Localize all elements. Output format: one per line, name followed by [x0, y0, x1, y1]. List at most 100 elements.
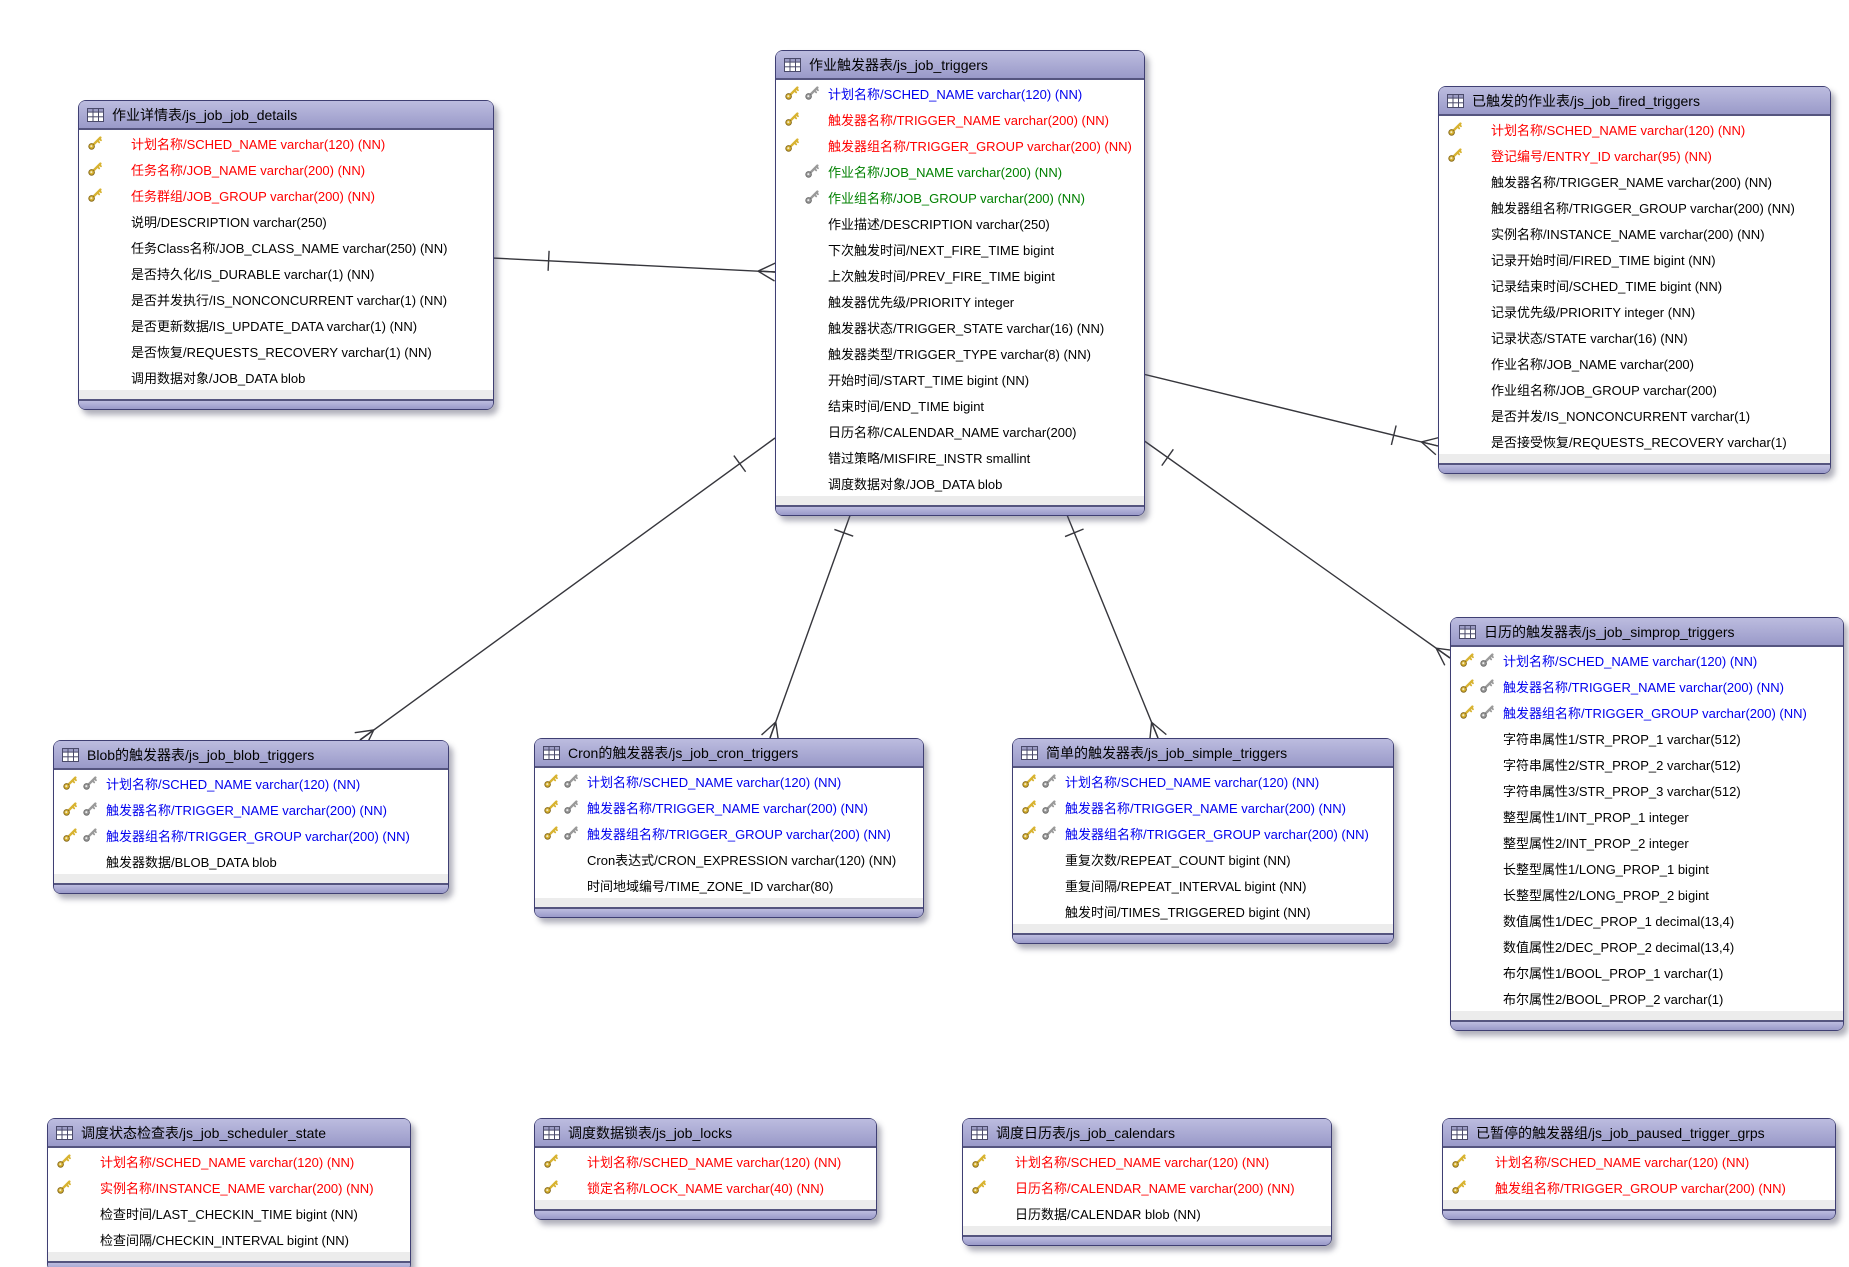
- relationship-js_job_job_details--js_job_triggers[interactable]: [491, 250, 776, 282]
- table-header[interactable]: 已暂停的触发器组/js_job_paused_trigger_grps: [1443, 1119, 1835, 1148]
- field-row[interactable]: 调度数据对象/JOB_DATA blob: [776, 470, 1144, 496]
- relationship-js_job_triggers--js_job_simple_triggers[interactable]: [1064, 509, 1167, 742]
- field-row[interactable]: 长整型属性2/LONG_PROP_2 bigint: [1451, 881, 1843, 907]
- field-row[interactable]: 字符串属性3/STR_PROP_3 varchar(512): [1451, 777, 1843, 803]
- table-header[interactable]: 日历的触发器表/js_job_simprop_triggers: [1451, 618, 1843, 647]
- field-row[interactable]: 数值属性1/DEC_PROP_1 decimal(13,4): [1451, 907, 1843, 933]
- table-header[interactable]: 简单的触发器表/js_job_simple_triggers: [1013, 739, 1393, 768]
- field-row[interactable]: 触发器组名称/TRIGGER_GROUP varchar(200) (NN): [776, 132, 1144, 158]
- relationship-js_job_triggers--js_job_simprop_triggers[interactable]: [1142, 439, 1456, 666]
- table-header[interactable]: 调度状态检查表/js_job_scheduler_state: [48, 1119, 410, 1148]
- relationship-js_job_triggers--js_job_fired_triggers[interactable]: [1142, 373, 1441, 456]
- field-row[interactable]: 任务群组/JOB_GROUP varchar(200) (NN): [79, 182, 493, 208]
- field-row[interactable]: 记录状态/STATE varchar(16) (NN): [1439, 324, 1830, 350]
- field-row[interactable]: 下次触发时间/NEXT_FIRE_TIME bigint: [776, 236, 1144, 262]
- field-row[interactable]: 计划名称/SCHED_NAME varchar(120) (NN): [1439, 116, 1830, 142]
- field-row[interactable]: 触发器名称/TRIGGER_NAME varchar(200) (NN): [1439, 168, 1830, 194]
- field-row[interactable]: 字符串属性1/STR_PROP_1 varchar(512): [1451, 725, 1843, 751]
- field-row[interactable]: 检查时间/LAST_CHECKIN_TIME bigint (NN): [48, 1200, 410, 1226]
- field-row[interactable]: 触发时间/TIMES_TRIGGERED bigint (NN): [1013, 898, 1393, 924]
- relationship-js_job_triggers--js_job_cron_triggers[interactable]: [761, 509, 854, 742]
- table-header[interactable]: 已触发的作业表/js_job_fired_triggers: [1439, 87, 1830, 116]
- field-row[interactable]: 触发器组名称/TRIGGER_GROUP varchar(200) (NN): [535, 820, 923, 846]
- field-row[interactable]: 错过策略/MISFIRE_INSTR smallint: [776, 444, 1144, 470]
- field-row[interactable]: 触发器名称/TRIGGER_NAME varchar(200) (NN): [535, 794, 923, 820]
- table-header[interactable]: 作业详情表/js_job_job_details: [79, 101, 493, 130]
- field-row[interactable]: 重复次数/REPEAT_COUNT bigint (NN): [1013, 846, 1393, 872]
- field-row[interactable]: 计划名称/SCHED_NAME varchar(120) (NN): [776, 80, 1144, 106]
- field-row[interactable]: 是否持久化/IS_DURABLE varchar(1) (NN): [79, 260, 493, 286]
- field-row[interactable]: 触发器组名称/TRIGGER_GROUP varchar(200) (NN): [1013, 820, 1393, 846]
- field-row[interactable]: 任务Class名称/JOB_CLASS_NAME varchar(250) (N…: [79, 234, 493, 260]
- field-row[interactable]: 记录开始时间/FIRED_TIME bigint (NN): [1439, 246, 1830, 272]
- field-row[interactable]: 作业名称/JOB_NAME varchar(200) (NN): [776, 158, 1144, 184]
- field-row[interactable]: 作业名称/JOB_NAME varchar(200): [1439, 350, 1830, 376]
- field-row[interactable]: 触发器类型/TRIGGER_TYPE varchar(8) (NN): [776, 340, 1144, 366]
- field-row[interactable]: 计划名称/SCHED_NAME varchar(120) (NN): [54, 770, 448, 796]
- field-row[interactable]: 触发器状态/TRIGGER_STATE varchar(16) (NN): [776, 314, 1144, 340]
- field-row[interactable]: 计划名称/SCHED_NAME varchar(120) (NN): [1443, 1148, 1835, 1174]
- field-row[interactable]: 计划名称/SCHED_NAME varchar(120) (NN): [1013, 768, 1393, 794]
- field-row[interactable]: 实例名称/INSTANCE_NAME varchar(200) (NN): [1439, 220, 1830, 246]
- table-header[interactable]: 调度数据锁表/js_job_locks: [535, 1119, 876, 1148]
- field-row[interactable]: 整型属性1/INT_PROP_1 integer: [1451, 803, 1843, 829]
- field-row[interactable]: 重复间隔/REPEAT_INTERVAL bigint (NN): [1013, 872, 1393, 898]
- field-row[interactable]: 触发组名称/TRIGGER_GROUP varchar(200) (NN): [1443, 1174, 1835, 1200]
- field-row[interactable]: 触发器组名称/TRIGGER_GROUP varchar(200) (NN): [54, 822, 448, 848]
- field-row[interactable]: 计划名称/SCHED_NAME varchar(120) (NN): [1451, 647, 1843, 673]
- field-row[interactable]: 上次触发时间/PREV_FIRE_TIME bigint: [776, 262, 1144, 288]
- field-row[interactable]: 记录结束时间/SCHED_TIME bigint (NN): [1439, 272, 1830, 298]
- field-row[interactable]: 数值属性2/DEC_PROP_2 decimal(13,4): [1451, 933, 1843, 959]
- field-row[interactable]: 实例名称/INSTANCE_NAME varchar(200) (NN): [48, 1174, 410, 1200]
- field-row[interactable]: 是否并发/IS_NONCONCURRENT varchar(1): [1439, 402, 1830, 428]
- field-row[interactable]: 时间地域编号/TIME_ZONE_ID varchar(80): [535, 872, 923, 898]
- field-row[interactable]: 触发器组名称/TRIGGER_GROUP varchar(200) (NN): [1439, 194, 1830, 220]
- field-row[interactable]: Cron表达式/CRON_EXPRESSION varchar(120) (NN…: [535, 846, 923, 872]
- field-row[interactable]: 布尔属性2/BOOL_PROP_2 varchar(1): [1451, 985, 1843, 1011]
- table-header[interactable]: 调度日历表/js_job_calendars: [963, 1119, 1331, 1148]
- field-row[interactable]: 检查间隔/CHECKIN_INTERVAL bigint (NN): [48, 1226, 410, 1252]
- field-row[interactable]: 计划名称/SCHED_NAME varchar(120) (NN): [535, 768, 923, 794]
- field-row[interactable]: 计划名称/SCHED_NAME varchar(120) (NN): [963, 1148, 1331, 1174]
- field-row[interactable]: 字符串属性2/STR_PROP_2 varchar(512): [1451, 751, 1843, 777]
- field-row[interactable]: 调用数据对象/JOB_DATA blob: [79, 364, 493, 390]
- field-row[interactable]: 计划名称/SCHED_NAME varchar(120) (NN): [79, 130, 493, 156]
- field-row[interactable]: 计划名称/SCHED_NAME varchar(120) (NN): [535, 1148, 876, 1174]
- field-row[interactable]: 任务名称/JOB_NAME varchar(200) (NN): [79, 156, 493, 182]
- field-row[interactable]: 锁定名称/LOCK_NAME varchar(40) (NN): [535, 1174, 876, 1200]
- field-row[interactable]: 触发器数据/BLOB_DATA blob: [54, 848, 448, 874]
- field-row[interactable]: 布尔属性1/BOOL_PROP_1 varchar(1): [1451, 959, 1843, 985]
- field-row[interactable]: 触发器名称/TRIGGER_NAME varchar(200) (NN): [1013, 794, 1393, 820]
- field-row[interactable]: 登记编号/ENTRY_ID varchar(95) (NN): [1439, 142, 1830, 168]
- table-header[interactable]: Blob的触发器表/js_job_blob_triggers: [54, 741, 448, 770]
- table-header[interactable]: Cron的触发器表/js_job_cron_triggers: [535, 739, 923, 768]
- field-row[interactable]: 开始时间/START_TIME bigint (NN): [776, 366, 1144, 392]
- field-row[interactable]: 触发器组名称/TRIGGER_GROUP varchar(200) (NN): [1451, 699, 1843, 725]
- field-row[interactable]: 结束时间/END_TIME bigint: [776, 392, 1144, 418]
- field-row[interactable]: 是否接受恢复/REQUESTS_RECOVERY varchar(1): [1439, 428, 1830, 454]
- field-row[interactable]: 计划名称/SCHED_NAME varchar(120) (NN): [48, 1148, 410, 1174]
- field-row[interactable]: 是否更新数据/IS_UPDATE_DATA varchar(1) (NN): [79, 312, 493, 338]
- relationship-js_job_triggers--js_job_blob_triggers[interactable]: [354, 437, 776, 748]
- field-row[interactable]: 记录优先级/PRIORITY integer (NN): [1439, 298, 1830, 324]
- table-header[interactable]: 作业触发器表/js_job_triggers: [776, 51, 1144, 80]
- field-row[interactable]: 触发器名称/TRIGGER_NAME varchar(200) (NN): [1451, 673, 1843, 699]
- field-row[interactable]: 作业描述/DESCRIPTION varchar(250): [776, 210, 1144, 236]
- field-row[interactable]: 触发器名称/TRIGGER_NAME varchar(200) (NN): [776, 106, 1144, 132]
- field-row[interactable]: 是否恢复/REQUESTS_RECOVERY varchar(1) (NN): [79, 338, 493, 364]
- field-row[interactable]: 日历数据/CALENDAR blob (NN): [963, 1200, 1331, 1226]
- field-row[interactable]: 日历名称/CALENDAR_NAME varchar(200): [776, 418, 1144, 444]
- field-row[interactable]: 触发器优先级/PRIORITY integer: [776, 288, 1144, 314]
- field-row[interactable]: 日历名称/CALENDAR_NAME varchar(200) (NN): [963, 1174, 1331, 1200]
